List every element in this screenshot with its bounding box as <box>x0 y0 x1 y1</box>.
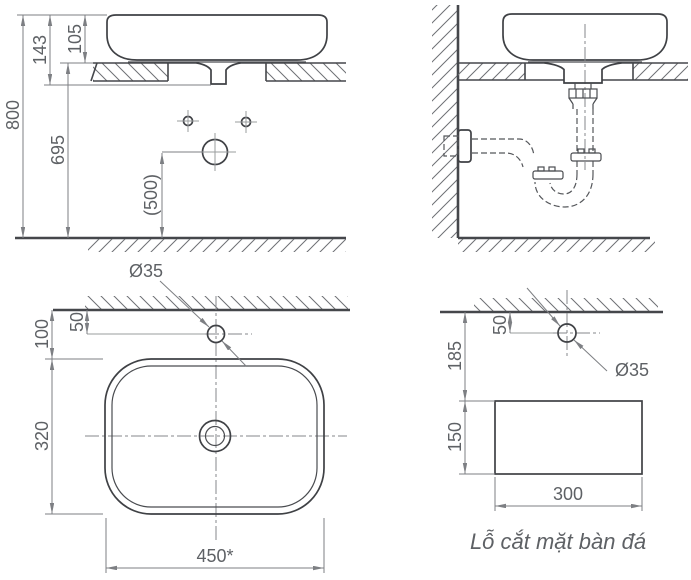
dim-320-label: 320 <box>32 421 52 451</box>
counter-lines <box>458 62 688 81</box>
leader-line-upper <box>159 280 210 328</box>
drain-outlet-crosshair <box>196 133 236 171</box>
basin-outline <box>502 13 668 61</box>
floor-hatch <box>458 239 655 252</box>
trap-inlet-pipe <box>576 161 594 174</box>
counter-edges <box>90 62 267 82</box>
dim-185-label: 185 <box>445 341 465 371</box>
p-trap <box>534 173 594 208</box>
drain-inner-circle <box>204 425 226 447</box>
dim-800-label: 800 <box>3 100 23 130</box>
dim-143-label: 143 <box>30 35 50 65</box>
drain-outer-circle <box>198 419 232 453</box>
trap-outlet-nut <box>532 166 564 180</box>
basin-outline <box>106 14 328 61</box>
drain-stub <box>196 62 241 85</box>
tailpiece-fittings <box>568 83 598 109</box>
cutout-caption: Lỗ cắt mặt bàn đá <box>470 529 646 554</box>
union-nut <box>570 148 602 162</box>
extension-lines <box>459 400 643 511</box>
leader-line-lower <box>221 340 247 367</box>
fixing-hole-left-crosshair <box>177 110 199 132</box>
wall-hatch <box>474 298 658 312</box>
dim-50-label: 50 <box>490 315 510 335</box>
front-elevation-view: 800 143 105 695 (500) <box>3 14 346 252</box>
dim-450-label: 450* <box>196 546 233 566</box>
basin-inner-rim <box>111 365 318 508</box>
wall-outlet-embedded <box>443 135 459 157</box>
drain-flange <box>544 62 622 84</box>
dim-150-label: 150 <box>445 422 465 452</box>
fixing-hole-right-crosshair <box>235 111 257 133</box>
dim-500-label: (500) <box>141 174 161 216</box>
dim-100-label: 100 <box>32 319 52 349</box>
extension-lines <box>45 358 325 573</box>
side-elevation-plumbing-view <box>432 5 688 252</box>
countertop-cutout-view: Ø35 50 185 150 300 Lỗ cắt mặt bàn đá <box>440 287 663 554</box>
dim-50-label: 50 <box>67 312 87 332</box>
hole-diameter-label: Ø35 <box>615 360 649 380</box>
waste-pipe <box>472 138 535 168</box>
faucet-hole <box>557 323 577 343</box>
leader-line-upper <box>526 287 561 327</box>
wall-outlet-flange <box>457 129 472 163</box>
leader-line-lower <box>573 339 608 372</box>
counter-hatch-right <box>266 63 346 81</box>
tailpiece-pipe <box>576 109 594 152</box>
dim-695-label: 695 <box>48 135 68 165</box>
floor-hatch <box>88 239 346 252</box>
cutout-rectangle <box>494 400 643 475</box>
counter-hatch-left <box>458 63 525 80</box>
plan-view: Ø35 100 50 320 450* <box>32 261 350 573</box>
dim-300-label: 300 <box>553 484 583 504</box>
hole-diameter-label: Ø35 <box>129 261 163 281</box>
counter-hatch-right <box>633 63 688 80</box>
dim-105-label: 105 <box>65 24 85 54</box>
extension-lines <box>17 14 211 86</box>
faucet-hole <box>206 324 226 344</box>
counter-hatch-left <box>93 63 168 81</box>
wall-hatch <box>432 5 458 238</box>
basin-outer-rim <box>104 358 325 515</box>
